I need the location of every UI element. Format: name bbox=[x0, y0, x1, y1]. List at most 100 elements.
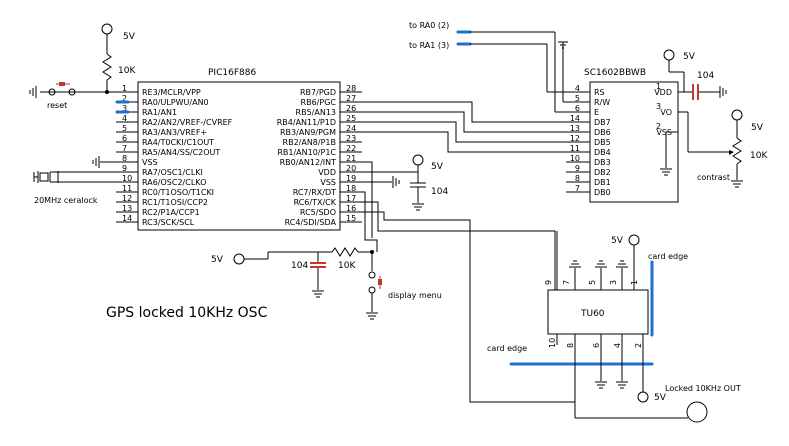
pic-pin-label: RB1/AN10/P1C bbox=[277, 148, 336, 157]
reset-circuit: 5V 10K reset bbox=[29, 23, 138, 110]
pic-pin-label: VSS bbox=[320, 178, 336, 187]
pic-pin-number: 8 bbox=[122, 154, 127, 163]
pic-pin-number: 12 bbox=[122, 194, 132, 203]
pic-vss-ground bbox=[92, 156, 138, 168]
pic-pin-label: RC0/T1OSO/T1CKI bbox=[142, 188, 214, 197]
pic-pin-number: 2 bbox=[122, 94, 127, 103]
pic-pin-number: 26 bbox=[346, 104, 356, 113]
pic-pin-number: 19 bbox=[346, 174, 356, 183]
lcd-pin-number: 9 bbox=[575, 164, 580, 173]
label-5v-menu: 5V bbox=[211, 255, 224, 265]
display-menu-circuit: 5V 104 10K display menu bbox=[211, 247, 442, 320]
tu60-pin-number-bottom: 2 bbox=[634, 343, 643, 348]
label-card-edge-bottom: card edge bbox=[487, 344, 527, 353]
pic-pin-number: 10 bbox=[122, 174, 132, 183]
pic-pin-number: 1 bbox=[122, 84, 127, 93]
pic-pin-label: RC5/SDO bbox=[300, 208, 336, 217]
reset-switch-contact-b bbox=[68, 88, 76, 96]
serial-routing bbox=[340, 161, 556, 290]
pic-pin-label: RC4/SDI/SDA bbox=[285, 218, 337, 227]
pic-pin-label: RA7/OSC1/CLKI bbox=[142, 168, 203, 177]
lcd-pin-number: 14 bbox=[570, 114, 580, 123]
pic-pin-number: 7 bbox=[122, 144, 127, 153]
lcd-pin-label: DB2 bbox=[594, 168, 611, 177]
pic-pin-number: 23 bbox=[346, 134, 356, 143]
tu60-pin-number-top: 5 bbox=[588, 280, 597, 285]
lcd-pin-number: 3 bbox=[656, 102, 661, 111]
label-reset: reset bbox=[47, 101, 67, 110]
pic-pin-label: RB2/AN8/P1B bbox=[283, 138, 336, 147]
pic-pin-label: RB0/AN12/INT bbox=[280, 158, 337, 167]
label-5v-vdd: 5V bbox=[431, 162, 444, 172]
pic-pin-label: RA6/OSC2/CLKO bbox=[142, 178, 206, 187]
tu60-pin-number-bottom: 4 bbox=[613, 343, 622, 348]
pic-pin-label: RC1/T1OSI/CCP2 bbox=[142, 198, 208, 207]
label-card-edge-top: card edge bbox=[648, 252, 688, 261]
output-jack bbox=[686, 401, 708, 423]
reset-switch-contact-a bbox=[48, 88, 56, 96]
pic-pin-number: 27 bbox=[346, 94, 356, 103]
label-output: Locked 10KHz OUT bbox=[665, 384, 741, 393]
pic-pin-label: RB5/AN13 bbox=[296, 108, 336, 117]
lcd-pin-number: 12 bbox=[570, 134, 580, 143]
pic-pin-label: RA3/AN3/VREF+ bbox=[142, 128, 207, 137]
label-to-ra1: to RA1 (3) bbox=[409, 41, 449, 50]
pic-pin-number: 25 bbox=[346, 114, 356, 123]
label-crystal: 20MHz ceralock bbox=[34, 196, 98, 205]
pic-pin-label: RA1/AN1 bbox=[142, 108, 177, 117]
tu60-pin-number-top: 9 bbox=[544, 280, 553, 285]
label-5v-tu60-top: 5V bbox=[611, 236, 624, 246]
pic-pin-number: 17 bbox=[346, 194, 356, 203]
pic-pin-number: 5 bbox=[122, 124, 127, 133]
crystal-body bbox=[39, 172, 49, 182]
lcd-pin-number: 13 bbox=[570, 124, 580, 133]
pic-pin-label: RB7/PGD bbox=[300, 88, 336, 97]
pic-pin-label: RB4/AN11/P1D bbox=[277, 118, 336, 127]
pic-pin-number: 3 bbox=[122, 104, 127, 113]
lcd-pin-label: VDD bbox=[654, 88, 672, 97]
lcd-pin-label: DB5 bbox=[594, 138, 611, 147]
lcd-pin-number: 2 bbox=[656, 122, 661, 131]
pic-pin-label: RE3/MCLR/VPP bbox=[142, 88, 201, 97]
label-5v-lcd: 5V bbox=[683, 52, 696, 62]
label-c-menu: 104 bbox=[291, 261, 308, 271]
pic-pin-number: 13 bbox=[122, 204, 132, 213]
pic-pin-number: 9 bbox=[122, 164, 127, 173]
pic-pin-number: 24 bbox=[346, 124, 356, 133]
pic-pin-label: RA0/ULPWU/AN0 bbox=[142, 98, 209, 107]
pic-pin-label: RB3/AN9/PGM bbox=[280, 128, 336, 137]
label-display-menu: display menu bbox=[388, 291, 442, 300]
tu60-pin-number-top: 3 bbox=[609, 280, 618, 285]
lcd-pin-number: 11 bbox=[570, 144, 580, 153]
lcd-pin-number: 1 bbox=[656, 82, 661, 91]
lcd-pin-label: R/W bbox=[594, 98, 610, 107]
pic-pin-label: RA2/AN2/VREF-/CVREF bbox=[142, 118, 233, 127]
pic-pin-label: RC3/SCK/SCL bbox=[142, 218, 195, 227]
pic-pin-number: 16 bbox=[346, 204, 356, 213]
pic-pin-label: RB6/PGC bbox=[301, 98, 337, 107]
label-c-vdd: 104 bbox=[431, 187, 448, 197]
label-5v-mclr: 5V bbox=[123, 32, 136, 42]
pic-pin-label: RC6/TX/CK bbox=[294, 198, 337, 207]
label-contrast: contrast bbox=[697, 173, 730, 182]
lcd-name: SC1602BBWB bbox=[584, 68, 646, 78]
ra-connectors: to RA0 (2) to RA1 (3) bbox=[409, 21, 590, 113]
lcd-pin-number: 7 bbox=[575, 184, 580, 193]
data-bus bbox=[340, 101, 590, 153]
pic-body bbox=[137, 81, 341, 231]
lcd-pin-label: DB1 bbox=[594, 178, 611, 187]
tu60-pin-number-bottom: 6 bbox=[592, 343, 601, 348]
pic-pin-label: VDD bbox=[318, 168, 336, 177]
label-5v-pot: 5V bbox=[751, 123, 764, 133]
pic-pin-label: RC2/P1A/CCP1 bbox=[142, 208, 200, 217]
pic-pin-label: RC7/RX/DT bbox=[293, 188, 336, 197]
pic-pin-number: 15 bbox=[346, 214, 356, 223]
lcd-pin-label: DB7 bbox=[594, 118, 611, 127]
output-terminal: Locked 10KHz OUT bbox=[574, 384, 741, 423]
pic-vdd-decoupling: 5V 104 bbox=[340, 154, 448, 211]
pic-pin-label: RA5/AN4/SS/C2OUT bbox=[142, 148, 220, 157]
tu60-pin-number-bottom: 10 bbox=[548, 338, 557, 348]
